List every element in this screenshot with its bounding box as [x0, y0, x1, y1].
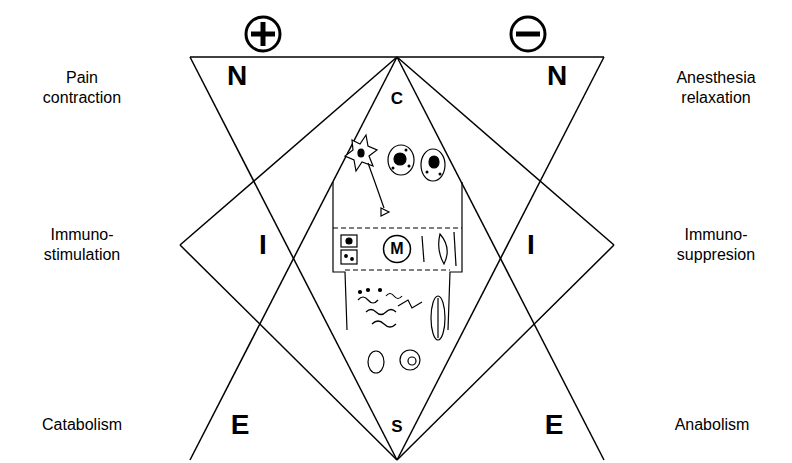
region-letter: I: [527, 231, 535, 259]
organelle-circle-outline: [384, 236, 411, 263]
effect-label: Anabolism: [675, 415, 750, 435]
triangle-lines: [180, 57, 614, 460]
plus-symbol: [246, 17, 280, 51]
zone-letter: C: [391, 90, 403, 107]
zone-letter: S: [391, 418, 402, 435]
minus-symbol: [511, 17, 545, 51]
effect-label: Anesthesia relaxation: [676, 68, 755, 108]
effect-label: Immuno- suppresion: [677, 225, 755, 265]
region-letter: N: [547, 62, 567, 90]
region-letter: E: [545, 411, 564, 439]
effect-label: Immuno- stimulation: [44, 225, 120, 265]
organelle-circle: M: [382, 234, 412, 264]
region-letter: I: [259, 231, 267, 259]
region-letter: E: [231, 411, 250, 439]
region-letter: N: [227, 62, 247, 90]
effect-label: Catabolism: [42, 415, 122, 435]
cell-drawing: [333, 135, 462, 373]
organelle-label: M: [390, 241, 403, 257]
effect-label: Pain contraction: [43, 68, 121, 108]
